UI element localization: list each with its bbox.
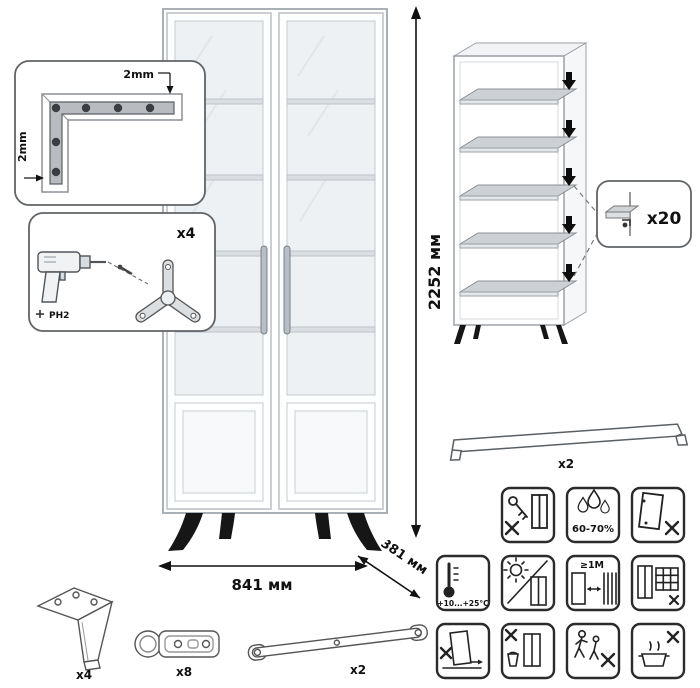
shelf-pin-qty-label: x20 <box>647 209 682 229</box>
shelf-pin-callout: x20 <box>596 180 692 248</box>
care-icon-grid: 60-70% +10...+25°C <box>435 486 686 680</box>
temperature-label: +10...+25°C <box>437 599 489 608</box>
shelves <box>174 98 376 333</box>
leg-part-panel: x4 <box>36 587 114 682</box>
cabinet-body <box>162 8 388 514</box>
exploded-cabinet-drawing <box>452 42 599 344</box>
handle-part-drawing: x2 <box>449 423 689 471</box>
width-dimension: 841 мм <box>158 561 368 594</box>
bracket-screws <box>51 103 155 177</box>
care-icon-boxes <box>435 486 686 680</box>
exploded-legs <box>454 325 568 344</box>
drill-icon <box>37 251 106 303</box>
handle-qty-label: x2 <box>558 457 574 471</box>
strip-qty-label: x2 <box>350 663 366 677</box>
bit-label-group: PH2 <box>36 310 69 321</box>
corner-joint-inset: 2mm 2mm <box>14 60 206 206</box>
callout-leaders <box>573 185 599 277</box>
cabinet-legs <box>168 513 382 551</box>
heater-distance-icon: ≥1M <box>571 560 617 605</box>
humidity-icon: 60-70% <box>572 488 614 535</box>
width-dimension-label: 841 мм <box>231 576 292 594</box>
strip-part-panel: x2 <box>247 624 428 677</box>
corner-gap-side-label: 2mm <box>16 131 29 162</box>
leg-part-icon <box>36 587 114 671</box>
temperature-icon: +10...+25°C <box>437 562 489 608</box>
corner-gap-top-label: 2mm <box>123 68 154 81</box>
window-grid-icon <box>637 565 680 606</box>
door-warning-icon <box>637 491 680 536</box>
leg-mount-icon <box>135 259 201 323</box>
assembly-axis <box>107 261 149 285</box>
corner-joint-drawing <box>41 93 183 193</box>
no-wet-cleaning-icon <box>504 628 541 667</box>
no-drag-icon <box>439 630 483 669</box>
door-handles <box>260 245 291 335</box>
height-dimension-label: 2252 мм <box>425 234 444 310</box>
shelf-pin-icon <box>604 192 640 236</box>
strip-icon <box>247 624 428 661</box>
insert-arrows <box>562 72 576 282</box>
legs-qty-label: x4 <box>177 226 196 242</box>
corner-gap-side-dim: 2mm <box>16 131 44 182</box>
drill-inset: x4 PH2 <box>28 212 216 332</box>
height-dimension: 2252 мм <box>411 6 444 538</box>
humidity-label: 60-70% <box>572 524 614 535</box>
door-bottom-panels <box>174 402 376 502</box>
hinge-icon <box>134 630 220 658</box>
depth-dimension: 381 мм <box>357 540 430 599</box>
hinge-qty-label: x8 <box>176 665 192 679</box>
corner-gap-top-dim: 2mm <box>123 68 174 94</box>
handle-icon <box>449 423 689 461</box>
no-climbing-icon <box>574 630 616 668</box>
no-hot-items-icon <box>638 630 680 667</box>
hinge-part-panel: x8 <box>134 630 220 679</box>
depth-dimension-label: 381 мм <box>378 540 430 578</box>
bit-size-label: PH2 <box>49 311 69 321</box>
leg-qty-label: x4 <box>76 668 92 682</box>
sunlight-icon <box>503 557 548 606</box>
distance-label: ≥1M <box>580 560 604 571</box>
cabinet-front-drawing <box>162 8 388 551</box>
no-sharp-objects-icon <box>504 494 548 536</box>
exploded-shelves <box>458 88 578 297</box>
